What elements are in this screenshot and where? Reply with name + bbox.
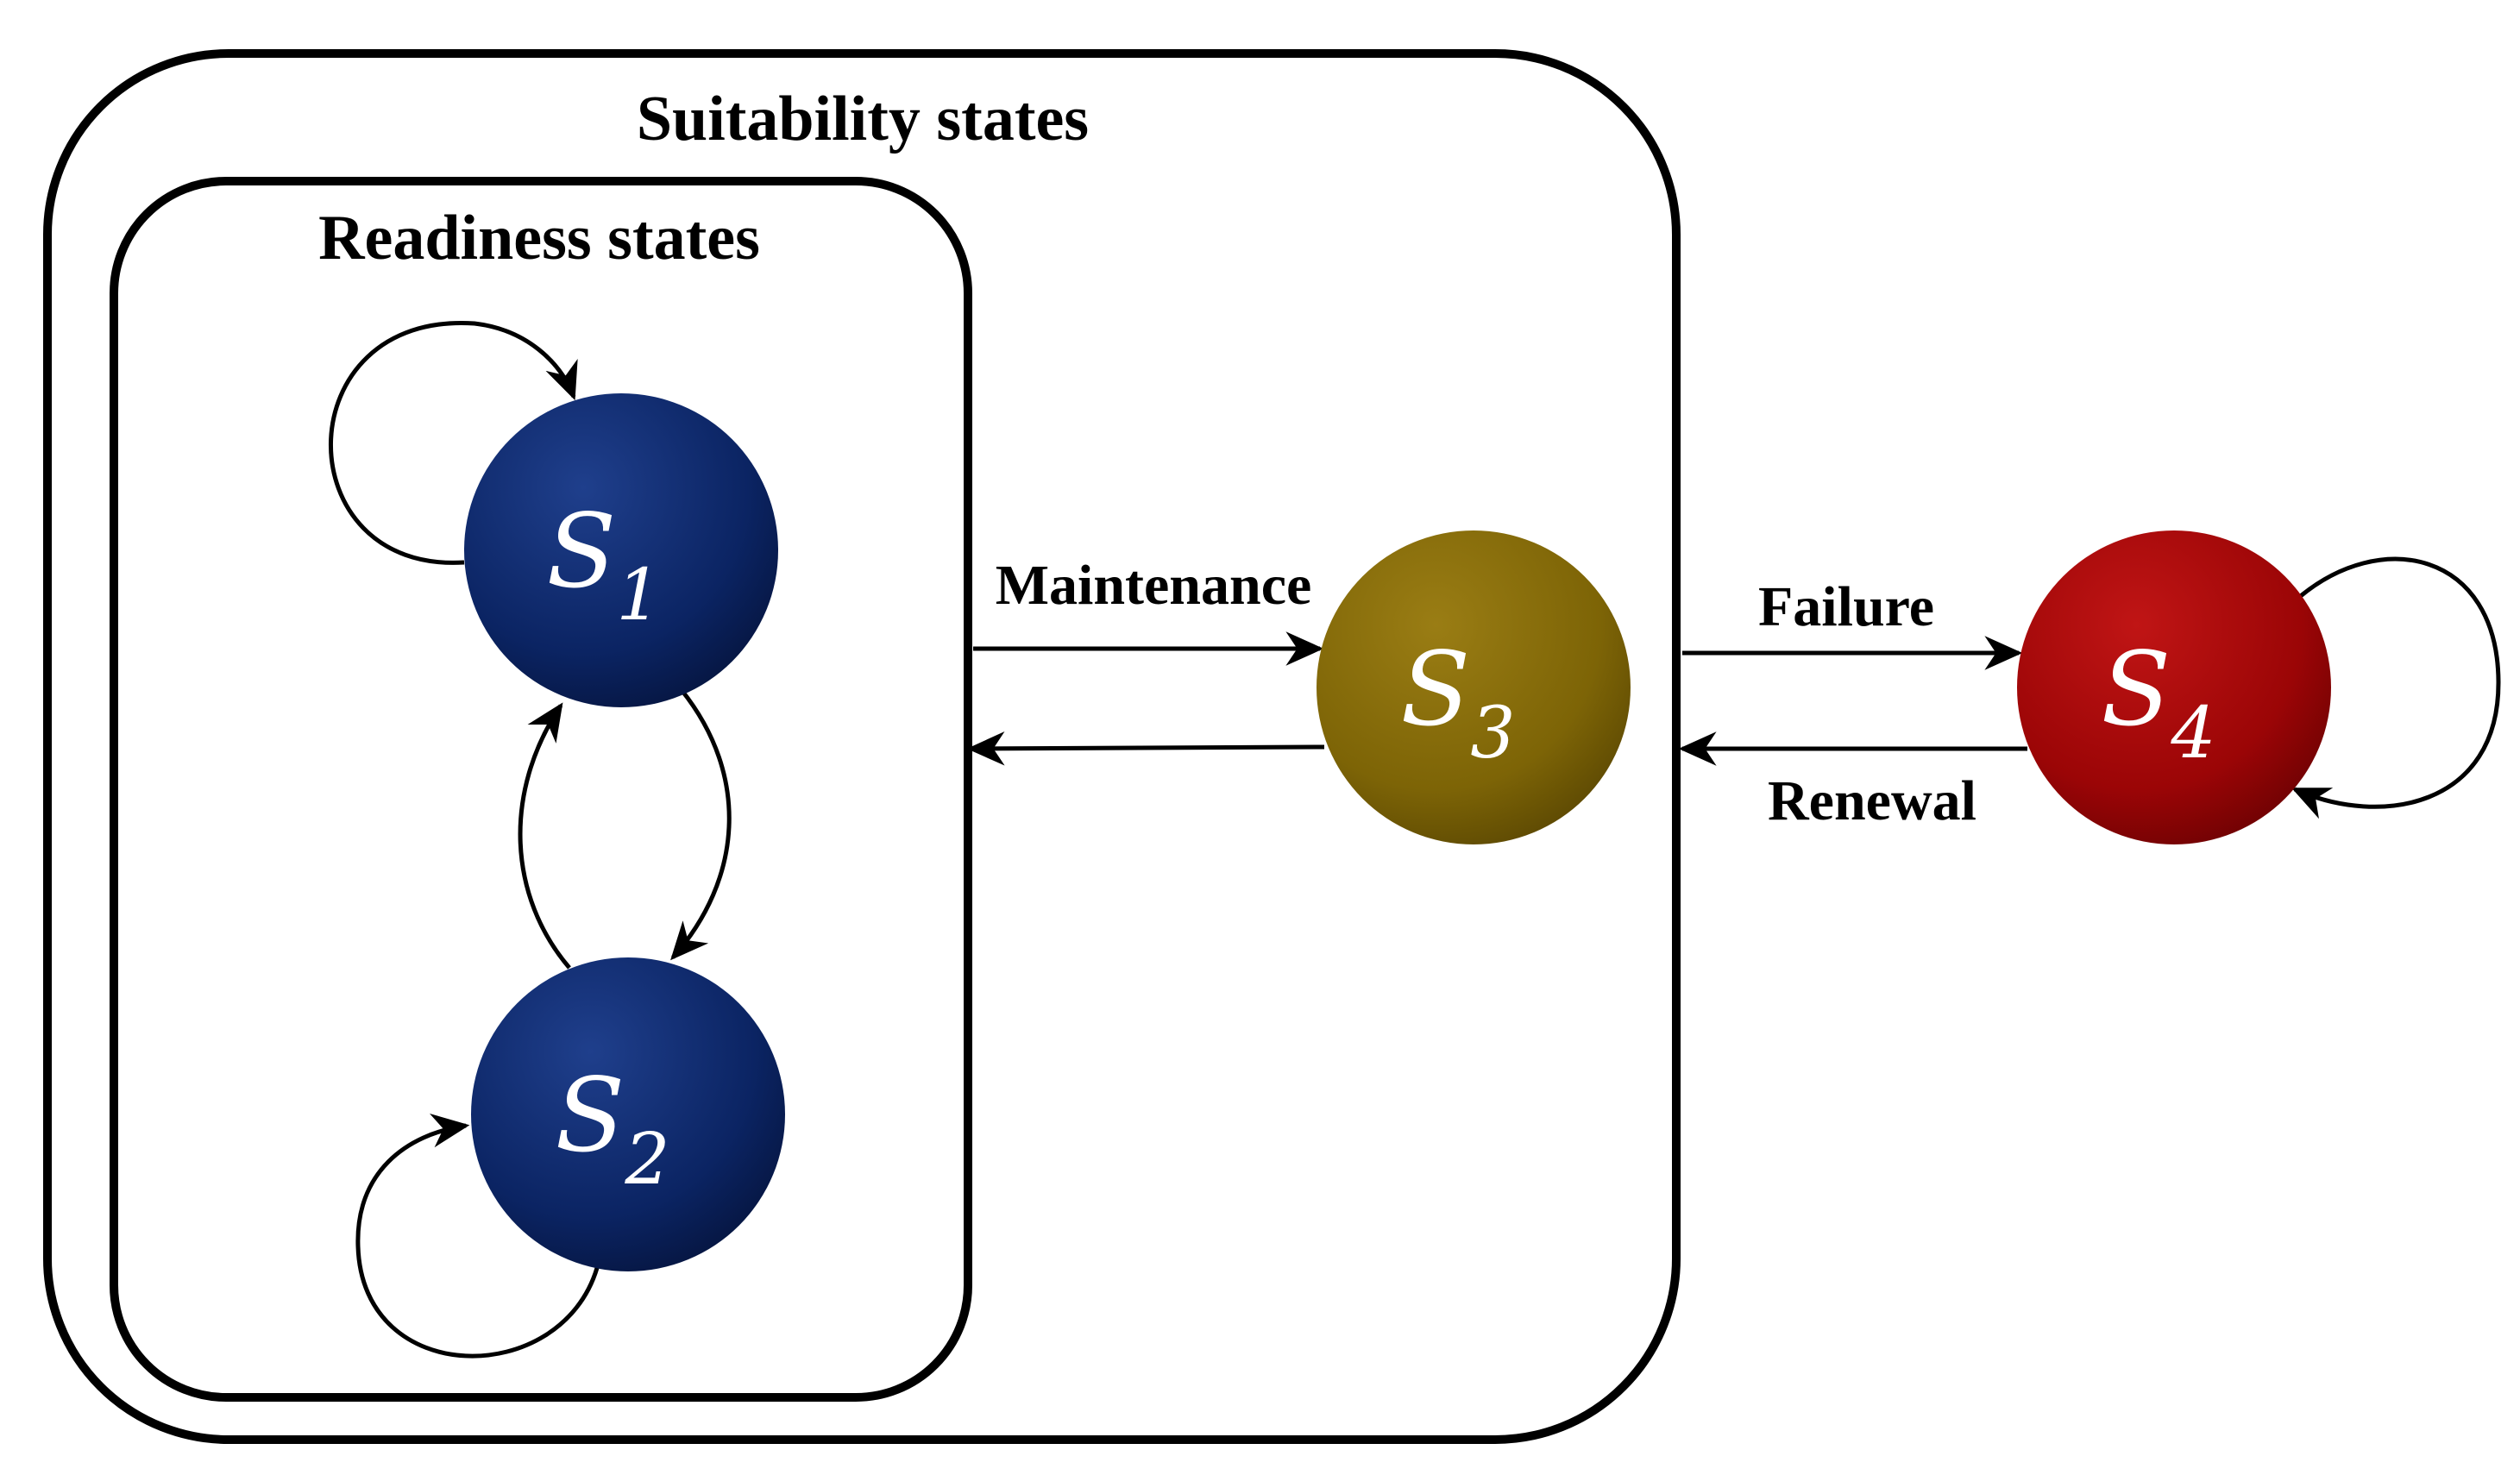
state-node-s1: S1 — [464, 393, 778, 707]
s4-label: S4 — [2101, 630, 2215, 775]
s3-circle — [1317, 530, 1631, 844]
maintenance-label: Maintenance — [996, 554, 1312, 617]
s4-self-loop-arrow — [2291, 556, 2501, 819]
suitability-states-label: Suitability states — [637, 84, 1089, 154]
s3-to-readiness-arrow — [966, 731, 1325, 766]
s4-circle — [2017, 530, 2331, 844]
state-node-s3: S3 — [1317, 530, 1631, 844]
s1-to-s2-arrow — [670, 688, 732, 961]
failure-label: Failure — [1758, 575, 1934, 638]
readiness-states-label: Readiness states — [318, 203, 760, 273]
s1-self-loop-arrow — [329, 321, 578, 565]
s2-circle — [471, 957, 785, 1271]
suitability-states-frame — [43, 49, 1681, 1444]
s1-circle — [464, 393, 778, 707]
s2-self-loop-arrow — [355, 1114, 600, 1359]
s2-label: S2 — [555, 1056, 669, 1201]
s3-label: S3 — [1400, 630, 1515, 775]
state-node-s4: S4 — [2017, 530, 2331, 844]
state-node-s2: S2 — [471, 957, 785, 1271]
s1-label: S1 — [546, 492, 661, 637]
readiness-states-frame — [110, 177, 972, 1402]
s2-to-s1-arrow — [518, 702, 571, 970]
renewal-label: Renewal — [1768, 769, 1976, 832]
